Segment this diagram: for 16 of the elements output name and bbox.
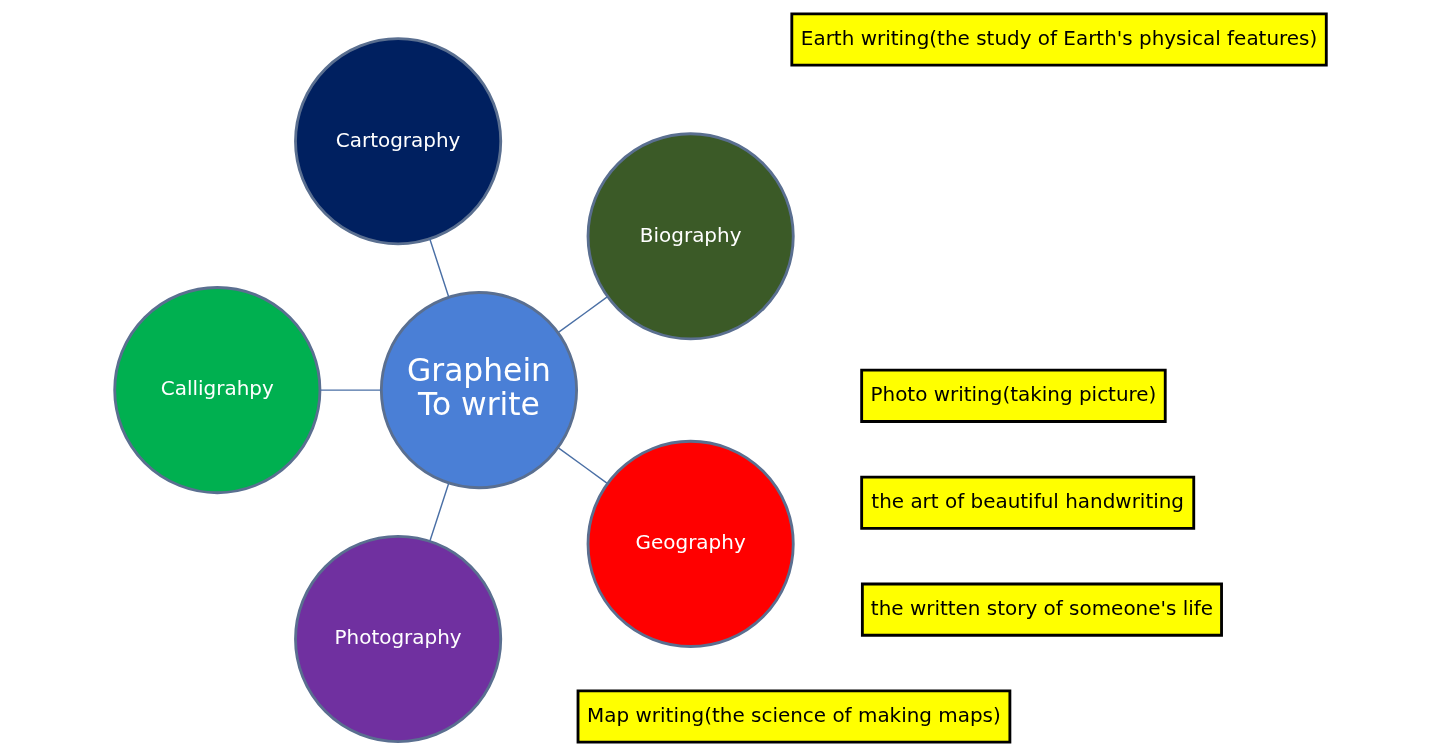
- node-circle: Cartography: [293, 37, 502, 246]
- connector: [319, 389, 382, 391]
- node-box: Earth writing(the study of Earth's physical features): [789, 12, 1328, 67]
- connector: [557, 447, 608, 485]
- node-circle: Graphein To write: [379, 291, 578, 490]
- node-box: the art of beautiful handwriting: [859, 475, 1195, 530]
- node-box: Photo writing(taking picture): [859, 368, 1167, 423]
- node-circle: Photography: [293, 534, 502, 743]
- node-box: the written story of someone's life: [860, 582, 1223, 637]
- node-circle: Geography: [586, 439, 795, 648]
- connector: [428, 238, 449, 298]
- connector: [557, 296, 608, 334]
- node-circle: Biography: [586, 132, 795, 341]
- node-circle: Calligrahpy: [112, 286, 321, 495]
- connector: [428, 482, 449, 543]
- node-box: Map writing(the science of making maps): [576, 689, 1011, 744]
